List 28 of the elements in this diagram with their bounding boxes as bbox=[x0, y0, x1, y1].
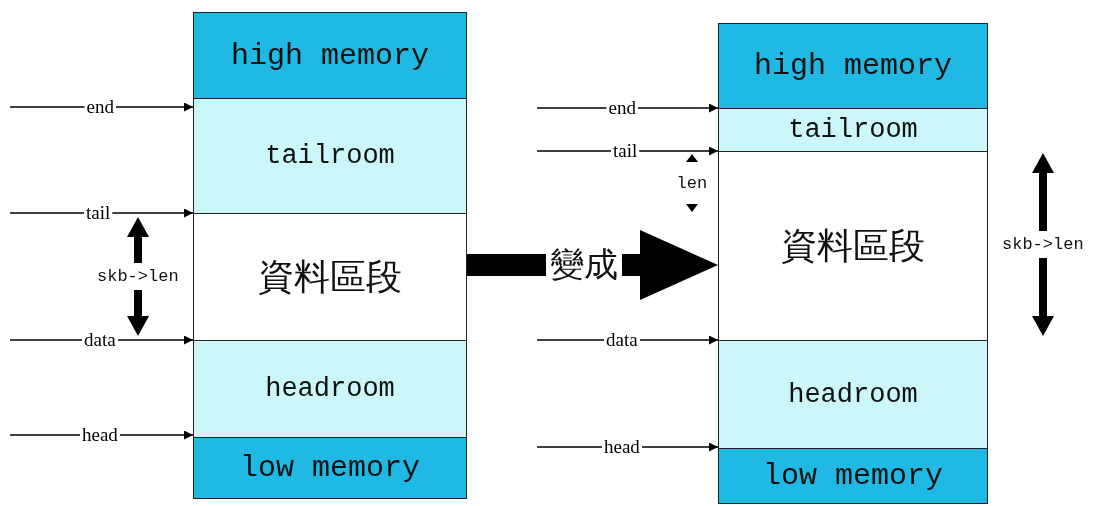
memory-region-box bbox=[193, 437, 467, 499]
memory-region-box bbox=[193, 12, 467, 99]
region-label: headroom bbox=[788, 379, 918, 410]
pointer-arrow bbox=[638, 146, 719, 156]
region-label: high memory bbox=[230, 38, 429, 73]
pointer-arrow bbox=[639, 335, 719, 345]
pointer-arrow bbox=[111, 208, 194, 218]
buffer-room-box bbox=[193, 340, 467, 438]
memory-region-box bbox=[718, 23, 988, 109]
memory-region-box bbox=[718, 448, 988, 504]
buffer-room-box bbox=[718, 108, 988, 152]
region-label: tailroom bbox=[265, 141, 395, 171]
region-label: 資料區段 bbox=[258, 257, 402, 302]
data-segment-box bbox=[718, 151, 988, 341]
pointer-arrow bbox=[641, 442, 719, 452]
region-label: low memory bbox=[240, 451, 420, 485]
buffer-room-box bbox=[718, 340, 988, 449]
pointer-arrow bbox=[119, 430, 194, 440]
pointer-arrow bbox=[115, 102, 194, 112]
region-label: headroom bbox=[265, 374, 395, 404]
pointer-arrow bbox=[637, 103, 719, 113]
region-label: 資料區段 bbox=[781, 226, 925, 271]
pointer-arrow bbox=[117, 335, 194, 345]
data-segment-box bbox=[193, 213, 467, 341]
buffer-room-box bbox=[193, 98, 467, 214]
region-label: tailroom bbox=[788, 115, 918, 145]
region-label: low memory bbox=[763, 459, 943, 493]
region-label: high memory bbox=[753, 49, 952, 83]
